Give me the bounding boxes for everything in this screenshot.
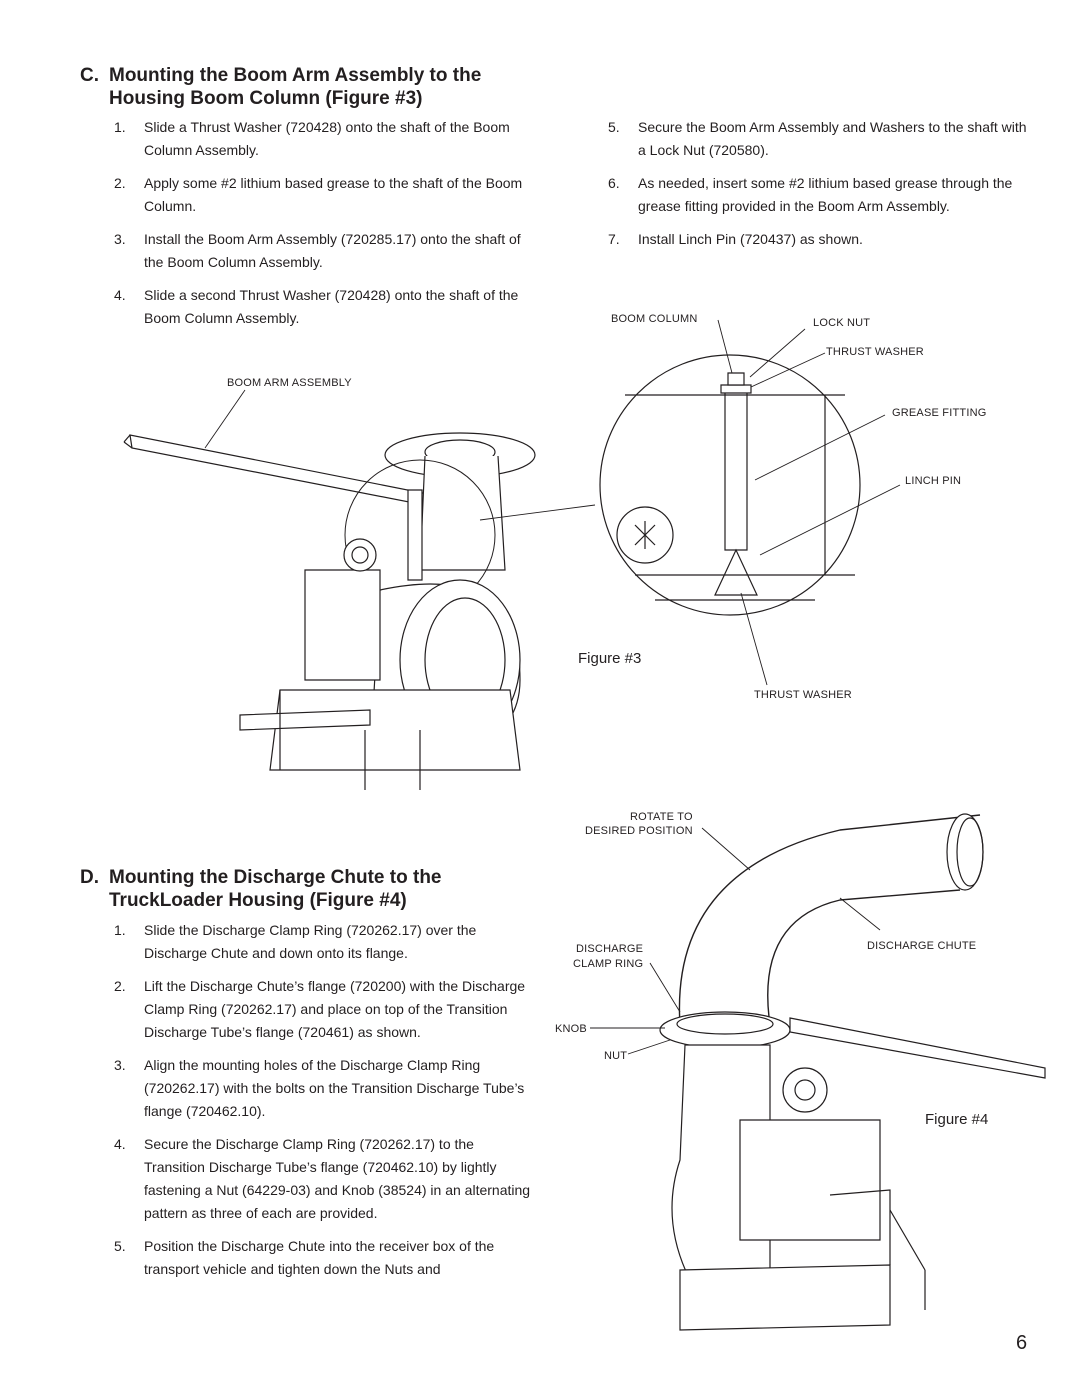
section-c-letter: C.	[80, 65, 99, 86]
figure-4-illustration	[540, 800, 1060, 1340]
label-boom-column: BOOM COLUMN	[611, 313, 698, 325]
list-item: 4.Slide a second Thrust Washer (720428) …	[114, 287, 519, 326]
figure-3-detail-illustration	[595, 315, 865, 700]
list-item: 4.Secure the Discharge Clamp Ring (72026…	[114, 1136, 531, 1221]
list-item: 3.Align the mounting holes of the Discha…	[114, 1057, 525, 1119]
label-clamp-line-1: DISCHARGE	[576, 943, 644, 955]
section-c-steps-right: 5.Secure the Boom Arm Assembly and Washe…	[600, 116, 1030, 261]
section-d-heading: D. Mounting the Discharge Chute to the T…	[80, 866, 550, 912]
label-clamp-line-2: CLAMP RING	[573, 958, 644, 970]
label-nut: NUT	[604, 1050, 628, 1062]
label-boom-arm-assembly: BOOM ARM ASSEMBLY	[227, 377, 352, 389]
section-c-heading: C. Mounting the Boom Arm Assembly to the…	[80, 64, 550, 110]
label-rotate-line-2: DESIRED POSITION	[585, 825, 693, 837]
figure-3-machine-illustration	[120, 360, 600, 800]
list-item: 5.Secure the Boom Arm Assembly and Washe…	[608, 119, 1027, 158]
section-c-steps-left: 1.Slide a Thrust Washer (720428) onto th…	[106, 116, 536, 340]
list-item: 5.Position the Discharge Chute into the …	[114, 1238, 495, 1277]
section-c-title: Mounting the Boom Arm Assembly to the Ho…	[109, 65, 482, 109]
list-item: 1.Slide the Discharge Clamp Ring (720262…	[114, 922, 477, 961]
list-item: 3.Install the Boom Arm Assembly (720285.…	[114, 231, 521, 270]
list-item: 6.As needed, insert some #2 lithium base…	[608, 175, 1013, 214]
label-thrust-washer-bottom: THRUST WASHER	[754, 689, 852, 701]
list-item: 2.Apply some #2 lithium based grease to …	[114, 175, 523, 214]
figure-3-caption: Figure #3	[578, 650, 642, 667]
page-number: 6	[1016, 1332, 1028, 1354]
section-d-title: Mounting the Discharge Chute to the Truc…	[109, 867, 442, 911]
label-thrust-washer-top: THRUST WASHER	[826, 346, 924, 358]
list-item: 1.Slide a Thrust Washer (720428) onto th…	[114, 119, 510, 158]
figure-4-caption: Figure #4	[925, 1111, 989, 1128]
label-rotate-line-1: ROTATE TO	[630, 811, 693, 823]
label-linch-pin: LINCH PIN	[905, 475, 962, 487]
label-lock-nut: LOCK NUT	[813, 317, 871, 329]
list-item: 7.Install Linch Pin (720437) as shown.	[608, 231, 863, 247]
list-item: 2.Lift the Discharge Chute’s flange (720…	[114, 978, 526, 1040]
label-grease-fitting: GREASE FITTING	[892, 407, 987, 419]
section-d-letter: D.	[80, 867, 99, 888]
label-knob: KNOB	[555, 1023, 587, 1035]
label-discharge-chute: DISCHARGE CHUTE	[867, 940, 977, 952]
section-d-steps: 1.Slide the Discharge Clamp Ring (720262…	[106, 919, 536, 1291]
